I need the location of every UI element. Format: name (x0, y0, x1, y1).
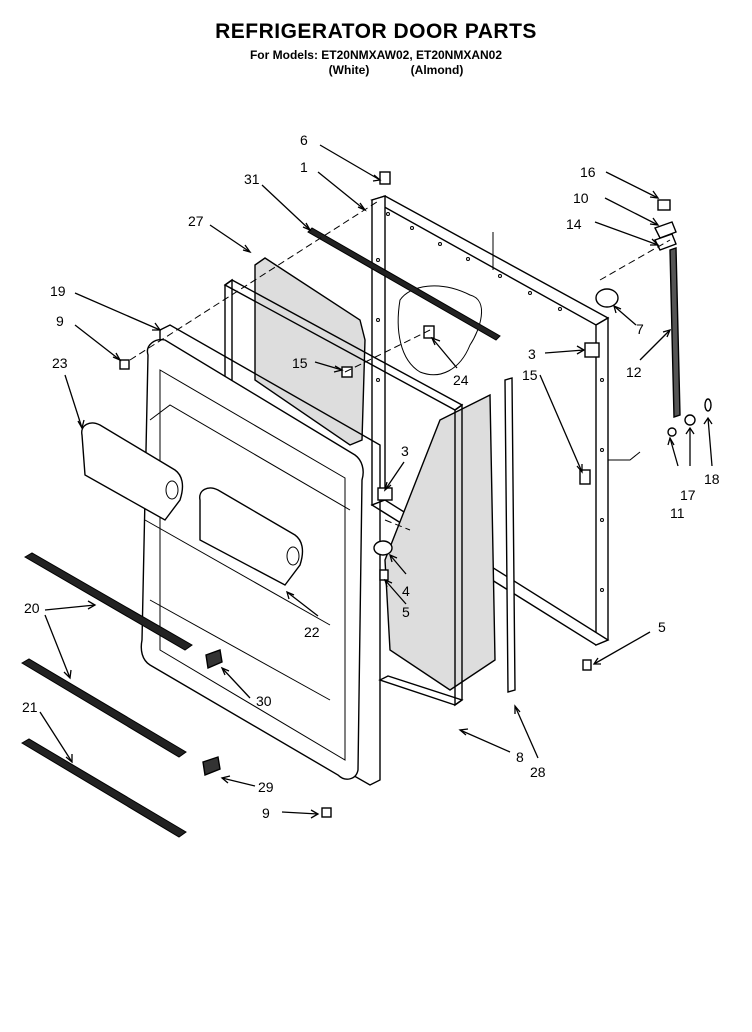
callout-9-lower: 9 (262, 805, 270, 821)
door-shelf-middle (199, 487, 304, 586)
callout-5-center: 5 (402, 604, 410, 620)
callout-24: 24 (453, 372, 469, 388)
callout-19: 19 (50, 283, 66, 299)
color-white: (White) (328, 63, 370, 77)
foam-insulation (254, 257, 496, 691)
shelf-retainer-bar-2 (21, 658, 187, 758)
shelf-retainer-bar-3 (21, 738, 187, 838)
callout-22: 22 (304, 624, 320, 640)
callout-27: 27 (188, 213, 204, 229)
callout-5-right: 5 (658, 619, 666, 635)
callout-3-center: 3 (401, 443, 409, 459)
callout-9-upper: 9 (56, 313, 64, 329)
explode-lines (129, 199, 671, 531)
small-hardware (119, 171, 712, 818)
callout-17: 17 (680, 487, 696, 503)
callout-16: 16 (580, 164, 596, 180)
models-line: For Models: ET20NMXAW02, ET20NMXAN02 (249, 48, 503, 62)
callout-11: 11 (670, 505, 685, 521)
callout-14: 14 (566, 216, 582, 232)
shelf-retainer-bar-1 (23, 552, 193, 651)
page-title: REFRIGERATOR DOOR PARTS (215, 20, 537, 43)
color-almond: (Almond) (410, 63, 464, 77)
callout-1: 1 (300, 159, 308, 175)
callout-23: 23 (52, 355, 68, 371)
gasket-strip (504, 377, 516, 693)
callout-28: 28 (530, 764, 546, 780)
callout-4: 4 (402, 583, 410, 599)
callout-6: 6 (300, 132, 308, 148)
callout-15-upper: 15 (292, 355, 308, 371)
callout-15-right: 15 (522, 367, 538, 383)
callout-21: 21 (22, 699, 38, 715)
top-trim-strip (307, 227, 501, 341)
callout-10: 10 (573, 190, 589, 206)
callout-labels: 6 1 31 27 19 9 23 15 24 16 10 14 7 12 3 … (22, 132, 720, 821)
callout-12: 12 (626, 364, 642, 380)
callout-29: 29 (258, 779, 274, 795)
callout-20: 20 (24, 600, 40, 616)
callout-18: 18 (704, 471, 720, 487)
callout-8: 8 (516, 749, 524, 765)
door-shelf-upper (81, 422, 184, 521)
leader-lines (39, 144, 713, 819)
callout-30: 30 (256, 693, 272, 709)
color-line: (White) (Almond) (0, 63, 752, 77)
callout-3-right: 3 (528, 346, 536, 362)
callout-7: 7 (636, 321, 644, 337)
hinge-rod (669, 247, 681, 418)
callout-31: 31 (244, 171, 260, 187)
